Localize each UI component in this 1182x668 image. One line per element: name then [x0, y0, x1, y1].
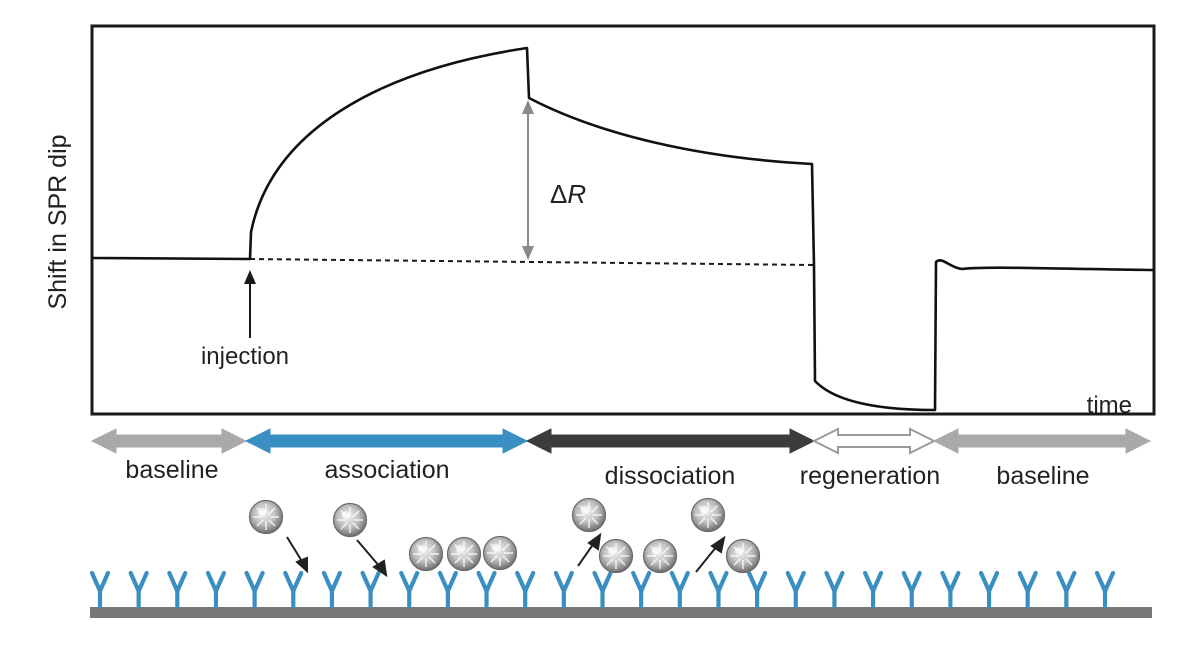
phase-arrow-association [244, 428, 529, 454]
y-shaped-antibody-icon [89, 570, 111, 609]
analyte-molecule-icon [482, 535, 518, 571]
phase-arrow-dissociation [525, 428, 816, 454]
x-axis-label: time [1087, 392, 1132, 419]
analyte-molecule-icon [725, 538, 761, 574]
y-shaped-antibody-icon [399, 570, 420, 609]
y-shaped-antibody-icon [940, 570, 961, 609]
y-shaped-antibody-icon [360, 570, 381, 609]
y-shaped-antibody-icon [437, 570, 458, 609]
phase-label-dissociation: dissociation [605, 462, 736, 490]
y-shaped-antibody-icon [205, 570, 227, 609]
y-shaped-antibody-icon [1056, 570, 1077, 609]
phase-arrow-baseline-2 [932, 428, 1152, 454]
y-shaped-antibody-icon [1094, 570, 1116, 609]
analyte-molecule-icon [690, 497, 726, 533]
phase-label-regeneration: regeneration [800, 462, 940, 490]
plot-frame [90, 24, 1156, 416]
injection-arrow [244, 270, 256, 338]
phase-label-baseline-2: baseline [996, 462, 1089, 490]
analyte-molecule-icon [571, 497, 607, 533]
y-shaped-antibody-icon [553, 570, 574, 609]
phase-arrows [90, 427, 1152, 455]
analyte-molecule-icon [332, 502, 368, 538]
baseline-reference-line [249, 258, 816, 266]
y-axis-label: Shift in SPR dip [44, 134, 72, 309]
y-shaped-antibody-icon [476, 570, 497, 609]
y-shaped-antibody-icon [1017, 570, 1038, 609]
y-shaped-antibody-icon [747, 570, 768, 609]
analyte-molecule-icon [248, 499, 284, 535]
antibody-layer [89, 570, 1116, 609]
phase-arrow-regeneration [811, 427, 937, 455]
y-shaped-antibody-icon [669, 570, 690, 609]
sensorgram-curve [91, 46, 1155, 412]
y-shaped-antibody-icon [862, 570, 884, 609]
y-shaped-antibody-icon [978, 570, 1000, 609]
delta-r-arrow [522, 100, 534, 260]
y-shaped-antibody-icon [901, 570, 922, 609]
analyte-molecule-icon [598, 538, 634, 574]
analyte-molecule-icon [642, 538, 678, 574]
analyte-molecules [248, 497, 761, 574]
y-shaped-antibody-icon [824, 570, 845, 609]
y-shaped-antibody-icon [167, 570, 188, 609]
injection-label: injection [201, 343, 289, 370]
y-shaped-antibody-icon [592, 570, 613, 609]
phase-arrow-baseline-1 [90, 428, 248, 454]
y-shaped-antibody-icon [244, 570, 265, 609]
binding-arrows [286, 532, 726, 578]
y-shaped-antibody-icon [128, 570, 149, 609]
y-shaped-antibody-icon [283, 570, 304, 609]
y-shaped-antibody-icon [631, 570, 652, 609]
sensor-surface [90, 607, 1152, 618]
delta-r-label: ΔR [550, 179, 586, 209]
y-shaped-antibody-icon [321, 570, 343, 609]
phase-label-association: association [324, 456, 449, 484]
y-shaped-antibody-icon [708, 570, 729, 609]
phase-label-baseline-1: baseline [125, 456, 218, 484]
analyte-molecule-icon [446, 536, 482, 572]
y-shaped-antibody-icon [515, 570, 536, 609]
analyte-molecule-icon [408, 536, 444, 572]
y-shaped-antibody-icon [785, 570, 806, 609]
